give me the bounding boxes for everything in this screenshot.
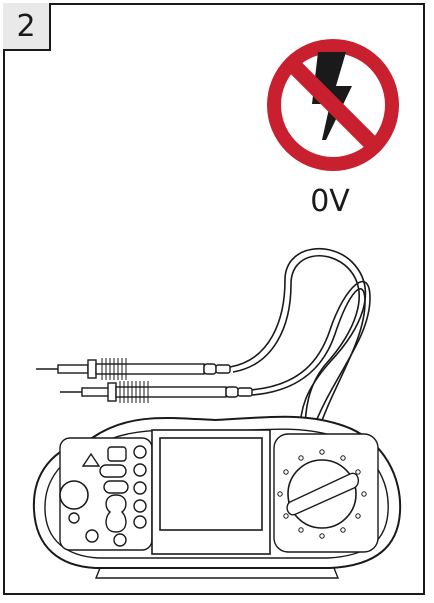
up-arrow-icon (81, 452, 101, 467)
test-button (59, 480, 89, 510)
function-button (133, 463, 147, 477)
tester-base (94, 567, 340, 579)
function-button (107, 446, 127, 462)
no-voltage-prohibition-icon (267, 39, 399, 171)
function-button (99, 464, 127, 478)
voltage-reading: 0V (310, 184, 350, 219)
rotary-selector-dial (286, 459, 360, 529)
step-number-box: 2 (3, 3, 51, 51)
function-button (133, 515, 147, 529)
function-button (68, 512, 80, 524)
prohibition-slash (282, 54, 384, 156)
illustration-frame (3, 3, 425, 595)
tester-screen (159, 437, 263, 531)
test-probe-lower (60, 381, 253, 403)
dial-position-dots (277, 449, 367, 539)
test-probe-upper (36, 358, 231, 380)
function-button (85, 529, 99, 543)
function-button (133, 499, 147, 513)
multifunction-tester-icon (32, 415, 402, 579)
function-button (133, 481, 147, 495)
test-lead-cables (229, 248, 371, 433)
step-number: 2 (16, 8, 36, 44)
function-button (103, 480, 129, 494)
function-button (113, 533, 127, 547)
function-button (133, 445, 147, 459)
dial-knob (286, 472, 360, 516)
navigation-pad (105, 494, 127, 533)
